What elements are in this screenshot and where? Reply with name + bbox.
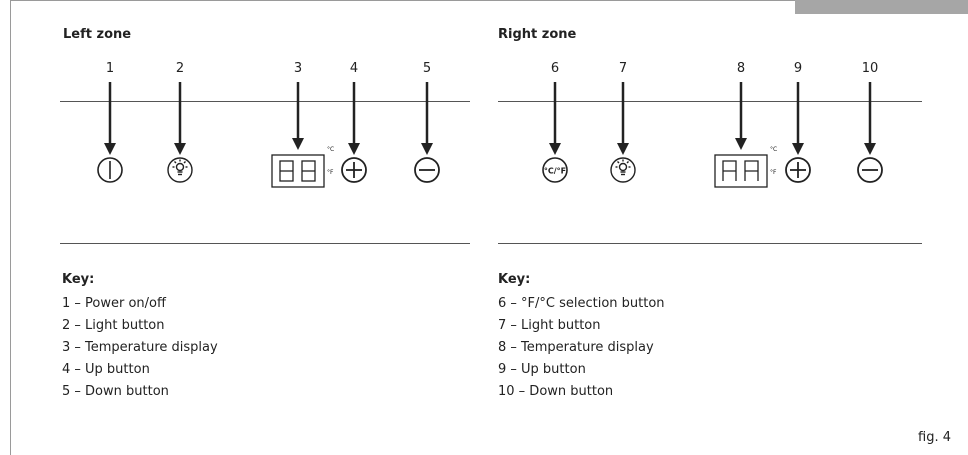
plus-icon[interactable] <box>785 157 811 183</box>
unit-toggle-icon[interactable]: °C/°F <box>542 157 568 183</box>
callout-number-1: 1 <box>105 61 115 76</box>
page-frame-left <box>10 0 11 455</box>
right-panel-top-edge <box>498 101 922 102</box>
display-icon <box>271 154 325 188</box>
figure-label: fig. 4 <box>918 430 951 445</box>
power-icon[interactable] <box>97 157 123 183</box>
right-key-title: Key: <box>498 272 531 287</box>
right-key-list: 6 – °F/°C selection button 7 – Light but… <box>498 295 665 405</box>
celsius-indicator: °C <box>327 146 334 153</box>
callout-number-3: 3 <box>293 61 303 76</box>
left-zone-title: Left zone <box>63 27 132 42</box>
right-panel-bottom-edge <box>498 243 922 244</box>
key-item: 7 – Light button <box>498 318 601 333</box>
key-item: 2 – Light button <box>62 318 165 333</box>
unit-toggle-label: °C/°F <box>544 167 566 176</box>
fahrenheit-indicator: °F <box>770 169 777 176</box>
callout-number-7: 7 <box>618 61 628 76</box>
light-icon[interactable] <box>167 157 193 183</box>
celsius-indicator: °C <box>770 146 777 153</box>
key-item: 4 – Up button <box>62 362 150 377</box>
callout-number-10: 10 <box>861 61 879 76</box>
callout-number-6: 6 <box>550 61 560 76</box>
left-panel-bottom-edge <box>60 243 470 244</box>
callout-number-9: 9 <box>793 61 803 76</box>
left-key-title: Key: <box>62 272 95 287</box>
header-tab-bar <box>795 0 968 14</box>
key-item: 6 – °F/°C selection button <box>498 296 665 311</box>
key-item: 1 – Power on/off <box>62 296 166 311</box>
page-frame-top <box>10 0 954 1</box>
key-item: 3 – Temperature display <box>62 340 218 355</box>
right-zone-title: Right zone <box>498 27 577 42</box>
key-item: 10 – Down button <box>498 384 614 399</box>
minus-icon[interactable] <box>414 157 440 183</box>
minus-icon[interactable] <box>857 157 883 183</box>
callout-number-4: 4 <box>349 61 359 76</box>
callout-number-8: 8 <box>736 61 746 76</box>
key-item: 8 – Temperature display <box>498 340 654 355</box>
fahrenheit-indicator: °F <box>327 169 334 176</box>
light-icon[interactable] <box>610 157 636 183</box>
callout-number-5: 5 <box>422 61 432 76</box>
left-key-list: 1 – Power on/off 2 – Light button 3 – Te… <box>62 295 218 405</box>
plus-icon[interactable] <box>341 157 367 183</box>
callout-number-2: 2 <box>175 61 185 76</box>
display-icon <box>714 154 768 188</box>
left-panel-top-edge <box>60 101 470 102</box>
key-item: 9 – Up button <box>498 362 586 377</box>
key-item: 5 – Down button <box>62 384 169 399</box>
